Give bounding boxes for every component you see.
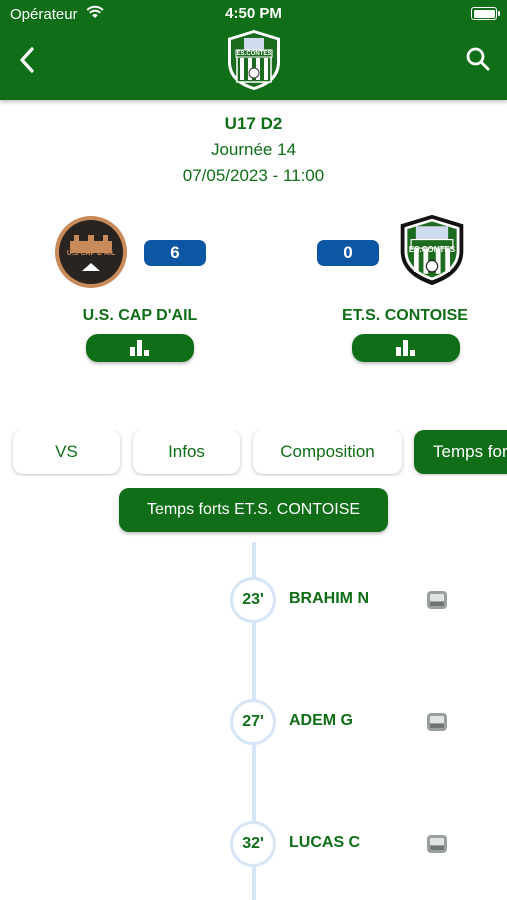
tab-bar: VS Infos Composition Temps forts — [0, 430, 507, 476]
bar-chart-icon — [130, 340, 150, 356]
event-minute: 32' — [230, 821, 276, 867]
home-stats-button[interactable] — [86, 334, 194, 362]
club-logo-text: ES.CONTES — [236, 51, 272, 57]
tab-temps-forts[interactable]: Temps forts — [414, 430, 507, 474]
status-time: 4:50 PM — [225, 5, 282, 22]
card-icon — [427, 835, 447, 853]
tab-composition[interactable]: Composition — [253, 430, 402, 474]
tab-vs[interactable]: VS — [13, 430, 120, 474]
home-team-name: U.S. CAP D'AIL — [82, 307, 198, 324]
status-bar: Opérateur 4:50 PM — [0, 0, 507, 28]
away-team-logo — [400, 214, 464, 286]
battery-icon — [471, 7, 500, 20]
away-team-logo-text: ES.CONTES — [408, 245, 456, 254]
timeline-event: 27' ADEM G — [0, 699, 507, 745]
event-player: ADEM G — [289, 712, 353, 729]
away-stats-button[interactable] — [352, 334, 460, 362]
app-header: Opérateur 4:50 PM ES.CONTES — [0, 0, 507, 100]
club-logo — [228, 30, 280, 90]
timeline-event: 23' BRAHIM N — [0, 577, 507, 623]
wifi-icon — [86, 5, 104, 18]
card-icon — [427, 713, 447, 731]
event-player: LUCAS C — [289, 834, 361, 851]
matchday-label: Journée 14 — [210, 140, 297, 159]
event-player: BRAHIM N — [289, 590, 369, 607]
team-highlights-button[interactable]: Temps forts ET.S. CONTOISE — [119, 488, 388, 532]
competition-label: U17 D2 — [224, 114, 283, 133]
carrier-label: Opérateur — [10, 6, 78, 23]
home-team-logo-text: U.S CAP D'AIL — [66, 250, 116, 257]
bar-chart-icon — [396, 340, 416, 356]
card-icon — [427, 591, 447, 609]
event-minute: 27' — [230, 699, 276, 745]
away-team-name: ET.S. CONTOISE — [342, 307, 468, 324]
tab-infos[interactable]: Infos — [133, 430, 240, 474]
away-score: 0 — [317, 240, 379, 266]
match-datetime: 07/05/2023 - 11:00 — [182, 166, 325, 185]
home-score: 6 — [144, 240, 206, 266]
timeline-event: 32' LUCAS C — [0, 821, 507, 867]
search-icon[interactable] — [465, 46, 491, 72]
event-minute: 23' — [230, 577, 276, 623]
back-button[interactable] — [16, 46, 40, 74]
home-team-logo — [55, 216, 127, 288]
